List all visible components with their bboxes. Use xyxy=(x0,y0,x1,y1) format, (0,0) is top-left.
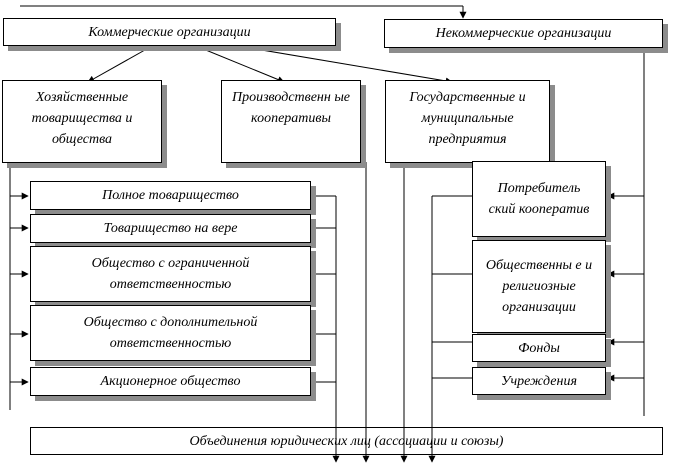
limited-partnership-box: Товарищество на вере xyxy=(30,214,311,243)
noncommercial-organizations-box: Некоммерческие организации xyxy=(384,19,663,48)
joint-stock-company-box: Акционерное общество xyxy=(30,367,311,396)
economic-partnerships-label: Хозяйственные товарищества и общества xyxy=(31,90,133,147)
production-cooperatives-label: Производственн ые кооперативы xyxy=(231,90,351,126)
full-partnership-label: Полное товарищество xyxy=(102,188,239,203)
religious-organizations-label: Общественны е и религиозные организации xyxy=(485,258,593,315)
associations-box: Объединения юридических лиц (ассоциации … xyxy=(30,427,663,455)
economic-partnerships-box: Хозяйственные товарищества и общества xyxy=(2,80,162,163)
alc-label: Общество с дополнительной ответственност… xyxy=(83,315,258,351)
llc-box: Общество с ограниченной ответственностью xyxy=(30,246,311,302)
full-partnership-box: Полное товарищество xyxy=(30,181,311,210)
consumer-cooperative-box: Потребитель ский кооператив xyxy=(472,161,606,237)
commercial-organizations-label: Коммерческие организации xyxy=(88,24,251,40)
production-cooperatives-box: Производственн ые кооперативы xyxy=(221,80,361,163)
alc-box: Общество с дополнительной ответственност… xyxy=(30,305,311,361)
religious-organizations-box: Общественны е и религиозные организации xyxy=(472,240,606,333)
limited-partnership-label: Товарищество на вере xyxy=(103,221,238,236)
state-enterprises-label: Государственные и муниципальные предприя… xyxy=(409,90,526,147)
associations-label: Объединения юридических лиц (ассоциации … xyxy=(189,433,504,449)
llc-label: Общество с ограниченной ответственностью xyxy=(91,256,250,292)
joint-stock-company-label: Акционерное общество xyxy=(100,374,241,389)
state-enterprises-box: Государственные и муниципальные предприя… xyxy=(385,80,550,163)
commercial-organizations-box: Коммерческие организации xyxy=(3,18,336,46)
funds-box: Фонды xyxy=(472,334,606,362)
institutions-label: Учреждения xyxy=(501,373,577,389)
institutions-box: Учреждения xyxy=(472,367,606,395)
funds-label: Фонды xyxy=(518,340,560,356)
consumer-cooperative-label: Потребитель ский кооператив xyxy=(488,181,590,217)
noncommercial-organizations-label: Некоммерческие организации xyxy=(435,26,612,41)
